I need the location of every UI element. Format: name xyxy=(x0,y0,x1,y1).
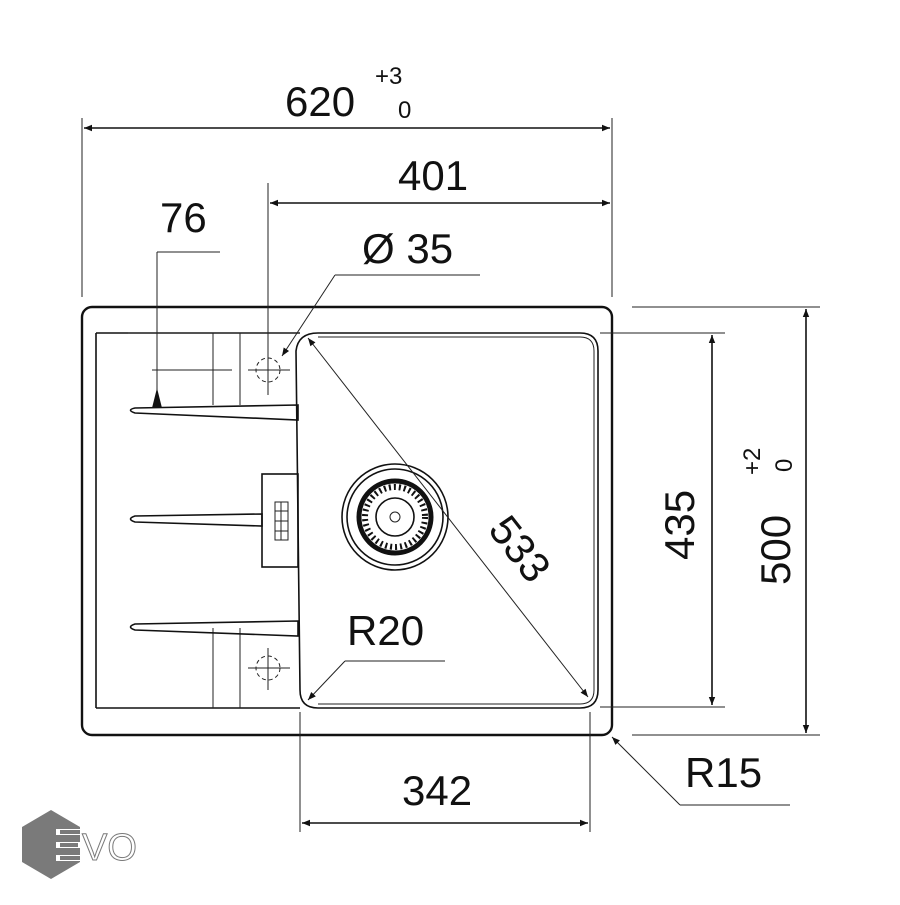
dim-corner-radius: R15 xyxy=(611,736,790,806)
dim-label-r15: R15 xyxy=(685,749,762,796)
dim-label-533: 533 xyxy=(480,507,560,591)
drain-strainer-icon xyxy=(341,463,449,571)
evo-logo: VO xyxy=(22,810,137,879)
bowl-outline xyxy=(295,332,599,709)
dim-label-r20: R20 xyxy=(347,607,424,654)
dim-label-620: 620 xyxy=(285,78,355,125)
dim-bowl-radius: R20 xyxy=(307,607,445,701)
logo-text: VO xyxy=(82,827,137,869)
tol-lower-depth: 0 xyxy=(771,459,798,472)
dim-bowl-depth: 435 xyxy=(600,332,725,708)
tap-hole-alt-icon xyxy=(248,648,290,690)
tap-hole-icon xyxy=(248,350,290,392)
dim-label-35: Ø 35 xyxy=(362,225,453,272)
tol-upper: +3 xyxy=(375,63,402,90)
dim-total-depth: 500 +2 0 xyxy=(632,306,820,736)
dim-label-435: 435 xyxy=(656,490,703,560)
drainer-ribs xyxy=(129,404,299,637)
tol-lower: 0 xyxy=(398,97,411,124)
tol-upper-depth: +2 xyxy=(739,448,766,475)
dim-bowl-width: 342 xyxy=(299,712,591,832)
dim-label-342: 342 xyxy=(402,767,472,814)
dim-total-width: 620 +3 0 xyxy=(81,63,613,297)
dim-label-76: 76 xyxy=(160,194,207,241)
dim-label-401: 401 xyxy=(398,152,468,199)
overflow-icon xyxy=(261,473,299,568)
dim-tap-offset: 401 xyxy=(267,152,610,395)
dim-drainer-offset: 76 xyxy=(152,194,232,408)
dim-label-500: 500 xyxy=(752,515,799,585)
dim-tap-hole: Ø 35 xyxy=(281,225,480,357)
